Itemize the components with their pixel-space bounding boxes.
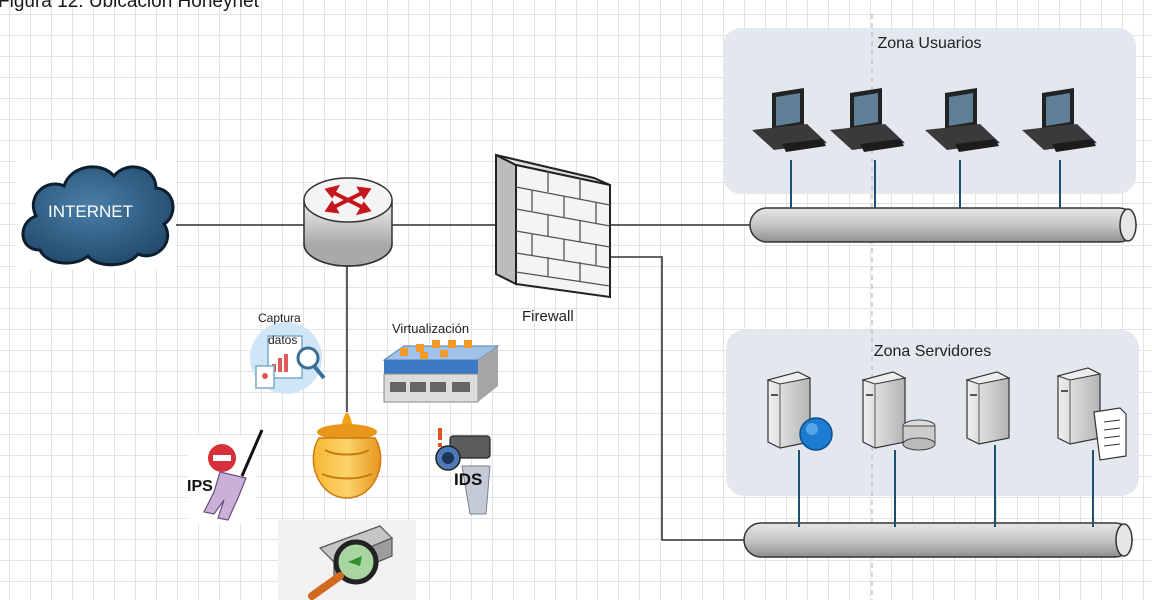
workstation-icon	[752, 88, 827, 152]
link-firewall-servers-bus	[610, 256, 746, 541]
cloud-icon	[16, 160, 176, 270]
magnifier-icon	[278, 520, 416, 600]
workstation-icon	[1022, 88, 1097, 152]
users-bus	[749, 207, 1137, 243]
router-icon	[303, 177, 393, 267]
capture-label-line2: datos	[268, 333, 298, 347]
figure-caption: Figura 12. Ubicación Honeynet	[0, 0, 259, 12]
capture-label-line1: Captura	[258, 311, 301, 325]
ips-label: IPS	[187, 478, 213, 495]
ids-camera-icon	[435, 428, 491, 515]
server-icon	[766, 371, 833, 451]
internet-label: INTERNET	[48, 202, 133, 221]
ips-icon	[188, 429, 264, 524]
virtualization-icon	[382, 340, 500, 403]
data-capture-icon	[250, 322, 326, 394]
server-icon	[965, 371, 1011, 445]
virtualization-label: Virtualización	[392, 321, 470, 336]
servers-zone-title: Zona Servidores	[873, 343, 992, 360]
users-zone-title: Zona Usuarios	[877, 35, 982, 52]
workstation-icon	[925, 88, 1000, 152]
firewall-icon	[495, 153, 611, 299]
server-icon	[1056, 367, 1127, 461]
firewall-label: Firewall	[522, 308, 574, 325]
server-icon	[861, 371, 936, 451]
links	[175, 224, 752, 541]
workstation-icon	[830, 88, 905, 152]
honeypot-icon	[312, 412, 382, 499]
servers-bus	[743, 522, 1133, 558]
ids-label: IDS	[454, 470, 483, 489]
